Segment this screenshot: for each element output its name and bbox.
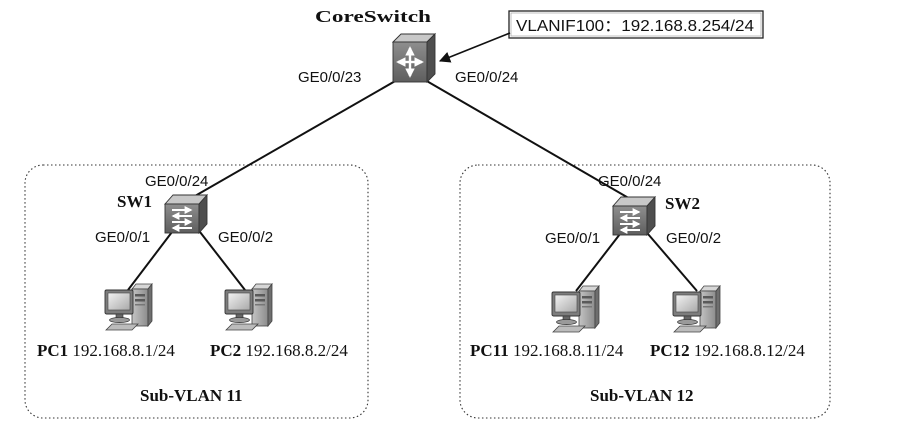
core-port-right-label: GE0/0/24 [455,69,518,86]
link-sw2-pc11 [575,233,621,292]
vlanif-callout-shadow [510,12,762,37]
core-port-left-label: GE0/0/23 [298,69,361,86]
sub-vlan-12-label: Sub-VLAN 12 [590,386,693,405]
sub-vlan-11-label: Sub-VLAN 11 [140,386,243,405]
pc1-name: PC1 [37,341,68,360]
pc12-ip: 192.168.8.12/24 [694,341,805,360]
sw1-port1-label: GE0/0/1 [95,229,150,246]
link-core-sw2 [424,79,633,201]
sub-vlan-11-box [24,164,369,419]
pc11-label: PC11 192.168.8.11/24 [470,341,624,360]
vlanif-callout-box [508,10,764,39]
pc1-ip: 192.168.8.1/24 [72,341,175,360]
pc11-ip: 192.168.8.11/24 [513,341,624,360]
sw1-port2-label: GE0/0/2 [218,229,273,246]
pc11-name: PC11 [470,341,509,360]
core-switch-icon [391,32,437,84]
pc1-icon [104,283,153,331]
sw2-port1-label: GE0/0/1 [545,230,600,247]
link-sw2-pc12 [647,233,698,292]
sw2-name: SW2 [665,194,700,213]
vlanif-callout-text: VLANIF100：192.168.8.254/24 [516,18,754,35]
pc2-ip: 192.168.8.2/24 [245,341,348,360]
link-sw1-pc1 [127,231,173,291]
vlanif-callout-arrow [438,32,511,63]
link-sw1-pc2 [199,231,246,291]
sw2-port2-label: GE0/0/2 [666,230,721,247]
pc12-name: PC12 [650,341,690,360]
pc2-icon [224,283,273,331]
core-switch-name: CoreSwitch [315,7,432,26]
sw2-uplink-label: GE0/0/24 [598,173,661,190]
sw1-name: SW1 [117,192,152,211]
pc12-icon [672,285,721,333]
pc2-label: PC2 192.168.8.2/24 [210,341,348,360]
pc11-icon [551,285,600,333]
sw1-uplink-label: GE0/0/24 [145,173,208,190]
sw1-switch-icon [165,195,207,233]
pc2-name: PC2 [210,341,241,360]
pc1-label: PC1 192.168.8.1/24 [37,341,175,360]
sw2-switch-icon [613,197,655,235]
link-core-sw1 [187,79,398,201]
pc12-label: PC12 192.168.8.12/24 [650,341,805,360]
